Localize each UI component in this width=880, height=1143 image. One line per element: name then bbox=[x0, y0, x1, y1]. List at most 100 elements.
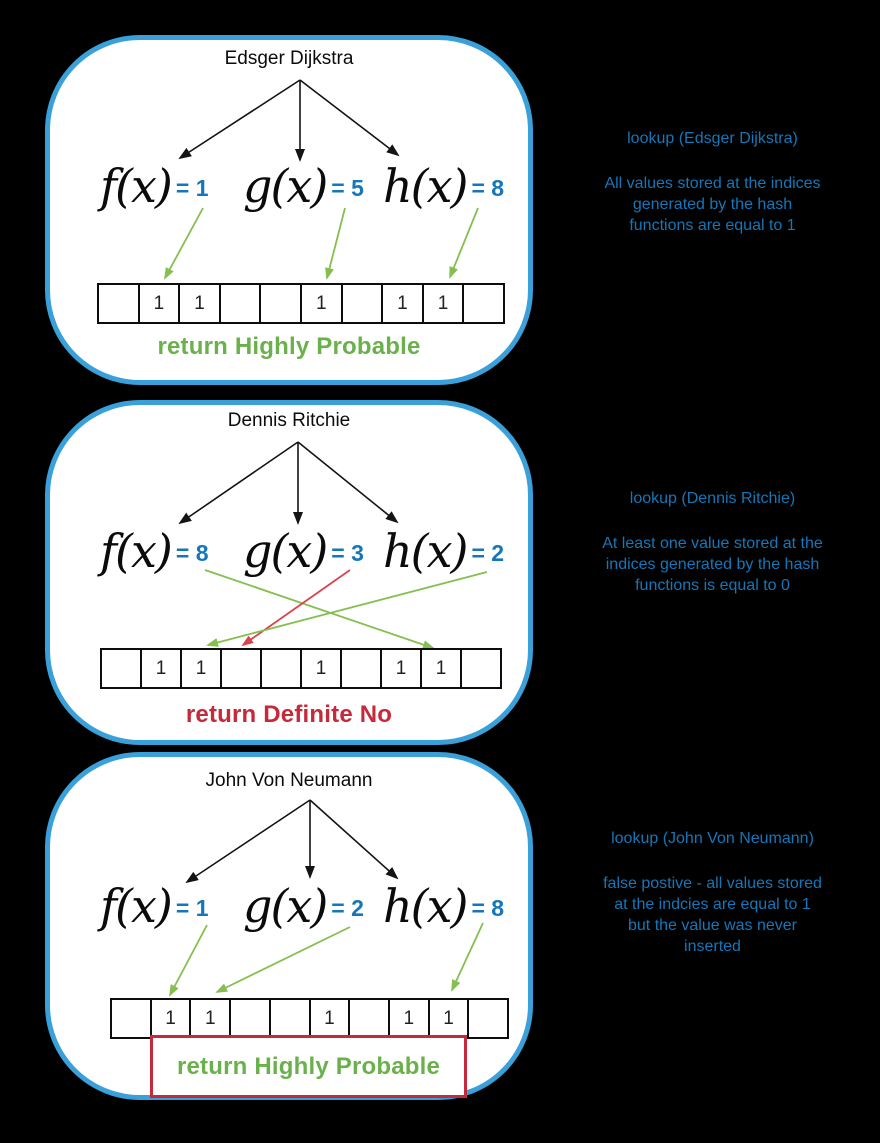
lookup-note-text: All values stored at the indices generate… bbox=[565, 173, 860, 236]
panel-title: Dennis Ritchie bbox=[227, 410, 351, 431]
hash-function-h: h(x) = 8 bbox=[383, 880, 504, 932]
index-arrow-h-to-cell-2 bbox=[206, 571, 488, 647]
bit-cell: 1 bbox=[380, 648, 422, 689]
result-label: return Definite No bbox=[185, 701, 393, 728]
false-positive-highlight-box: return Highly Probable bbox=[150, 1035, 467, 1098]
tree-arrow-to-h bbox=[299, 79, 400, 157]
bit-cell: 1 bbox=[381, 283, 424, 324]
tree-arrow-to-f bbox=[178, 79, 301, 160]
index-arrow-g-to-cell-2 bbox=[215, 926, 351, 993]
note-line: at the indcies are equal to 1 bbox=[614, 896, 811, 913]
note-line: but the value was never bbox=[628, 917, 797, 934]
tree-arrow-to-h bbox=[297, 441, 399, 524]
tree-arrow-to-h bbox=[309, 799, 399, 880]
bit-cell bbox=[467, 998, 510, 1039]
lookup-note-text: At least one value stored at the indices … bbox=[565, 533, 860, 596]
bit-cell bbox=[348, 998, 390, 1039]
hash-function-label: f(x) bbox=[100, 879, 173, 933]
hash-function-value: = 1 bbox=[175, 894, 209, 921]
bit-cell bbox=[218, 283, 262, 324]
panel-dennis-ritchie: Dennis Ritchie f(x) = 8 g(x) = 3 h(x) = … bbox=[45, 400, 533, 745]
note-line: indices generated by the hash bbox=[605, 556, 820, 573]
note-line: functions is equal to 0 bbox=[635, 577, 790, 594]
bit-cell bbox=[340, 283, 384, 324]
hash-function-h: h(x) = 2 bbox=[383, 525, 504, 577]
panel-edsger-dijkstra: Edsger Dijkstra f(x) = 1 g(x) = 5 h(x) =… bbox=[45, 35, 533, 385]
hash-function-label: g(x) bbox=[243, 159, 328, 213]
bit-cell bbox=[97, 283, 140, 324]
lookup-caption: lookup (Dennis Ritchie) bbox=[629, 490, 796, 507]
bit-cell bbox=[460, 648, 502, 689]
bit-cell: 1 bbox=[308, 998, 351, 1039]
note-line: All values stored at the indices bbox=[604, 175, 821, 192]
panel-title: Edsger Dijkstra bbox=[224, 48, 354, 69]
result-label: return Highly Probable bbox=[157, 333, 421, 360]
hash-function-value: = 5 bbox=[331, 174, 364, 201]
arrows-overlay bbox=[178, 441, 488, 650]
note-line: generated by the hash bbox=[632, 196, 793, 213]
bit-cell bbox=[259, 283, 302, 324]
index-arrow-f-to-cell-1 bbox=[164, 207, 204, 280]
bit-cell bbox=[268, 998, 311, 1039]
index-arrow-h-to-cell-8 bbox=[449, 207, 479, 279]
index-arrow-g-to-cell-5 bbox=[325, 207, 346, 280]
bit-cell: 1 bbox=[189, 998, 232, 1039]
note-line: functions are equal to 1 bbox=[629, 217, 796, 234]
note-line: inserted bbox=[684, 938, 741, 955]
hash-function-label: h(x) bbox=[383, 159, 468, 213]
hash-function-g: g(x) = 3 bbox=[243, 525, 364, 577]
hash-function-g: g(x) = 5 bbox=[243, 160, 364, 212]
panel-title: John Von Neumann bbox=[205, 770, 373, 791]
hash-function-label: g(x) bbox=[243, 879, 328, 933]
hash-function-f: f(x) = 1 bbox=[100, 160, 209, 212]
panel-john-von-neumann: John Von Neumann f(x) = 1 g(x) = 2 h(x) … bbox=[45, 752, 533, 1100]
bit-cell: 1 bbox=[420, 648, 462, 689]
bit-cell bbox=[220, 648, 262, 689]
hash-function-value: = 2 bbox=[471, 539, 505, 566]
note-line: At least one value stored at the bbox=[602, 535, 823, 552]
bit-cell: 1 bbox=[140, 648, 182, 689]
bit-cell: 1 bbox=[300, 648, 342, 689]
arrows-overlay bbox=[164, 79, 479, 280]
index-arrow-h-to-cell-8 bbox=[451, 922, 484, 992]
hash-function-value: = 8 bbox=[471, 894, 505, 921]
hash-function-f: f(x) = 8 bbox=[100, 525, 209, 577]
bit-cell bbox=[229, 998, 271, 1039]
lookup-note-john-von-neumann: lookup (John Von Neumann) false postive … bbox=[565, 830, 860, 957]
bit-cell: 1 bbox=[427, 998, 470, 1039]
hash-function-value: = 2 bbox=[331, 894, 364, 921]
hash-function-label: h(x) bbox=[383, 879, 468, 933]
result-label: return Highly Probable bbox=[176, 1052, 441, 1080]
index-arrow-g-to-cell-3 bbox=[241, 569, 351, 647]
arrows-overlay bbox=[169, 799, 484, 997]
bit-cell bbox=[462, 283, 505, 324]
index-arrow-f-to-cell-8 bbox=[204, 569, 435, 650]
bit-cell: 1 bbox=[421, 283, 465, 324]
hash-function-label: g(x) bbox=[243, 524, 328, 578]
hash-function-h: h(x) = 8 bbox=[383, 160, 504, 212]
bit-cell: 1 bbox=[299, 283, 343, 324]
bit-cell: 1 bbox=[137, 283, 181, 324]
hash-function-label: f(x) bbox=[100, 159, 173, 213]
hash-function-value: = 3 bbox=[331, 539, 364, 566]
lookup-note-edsger-dijkstra: lookup (Edsger Dijkstra) All values stor… bbox=[565, 130, 860, 236]
hash-function-g: g(x) = 2 bbox=[243, 880, 364, 932]
bit-cell bbox=[260, 648, 302, 689]
hash-function-value: = 1 bbox=[175, 174, 209, 201]
hash-function-f: f(x) = 1 bbox=[100, 880, 209, 932]
bit-cell: 1 bbox=[180, 648, 222, 689]
hash-function-value: = 8 bbox=[471, 174, 505, 201]
index-arrow-f-to-cell-1 bbox=[169, 924, 208, 997]
note-line: false postive - all values stored bbox=[603, 875, 822, 892]
tree-arrow-to-f bbox=[178, 441, 299, 525]
tree-arrow-to-f bbox=[185, 799, 311, 884]
lookup-caption: lookup (Edsger Dijkstra) bbox=[627, 130, 798, 147]
bit-cell bbox=[340, 648, 382, 689]
hash-function-label: h(x) bbox=[383, 524, 468, 578]
hash-function-value: = 8 bbox=[175, 539, 209, 566]
lookup-caption: lookup (John Von Neumann) bbox=[611, 830, 814, 847]
